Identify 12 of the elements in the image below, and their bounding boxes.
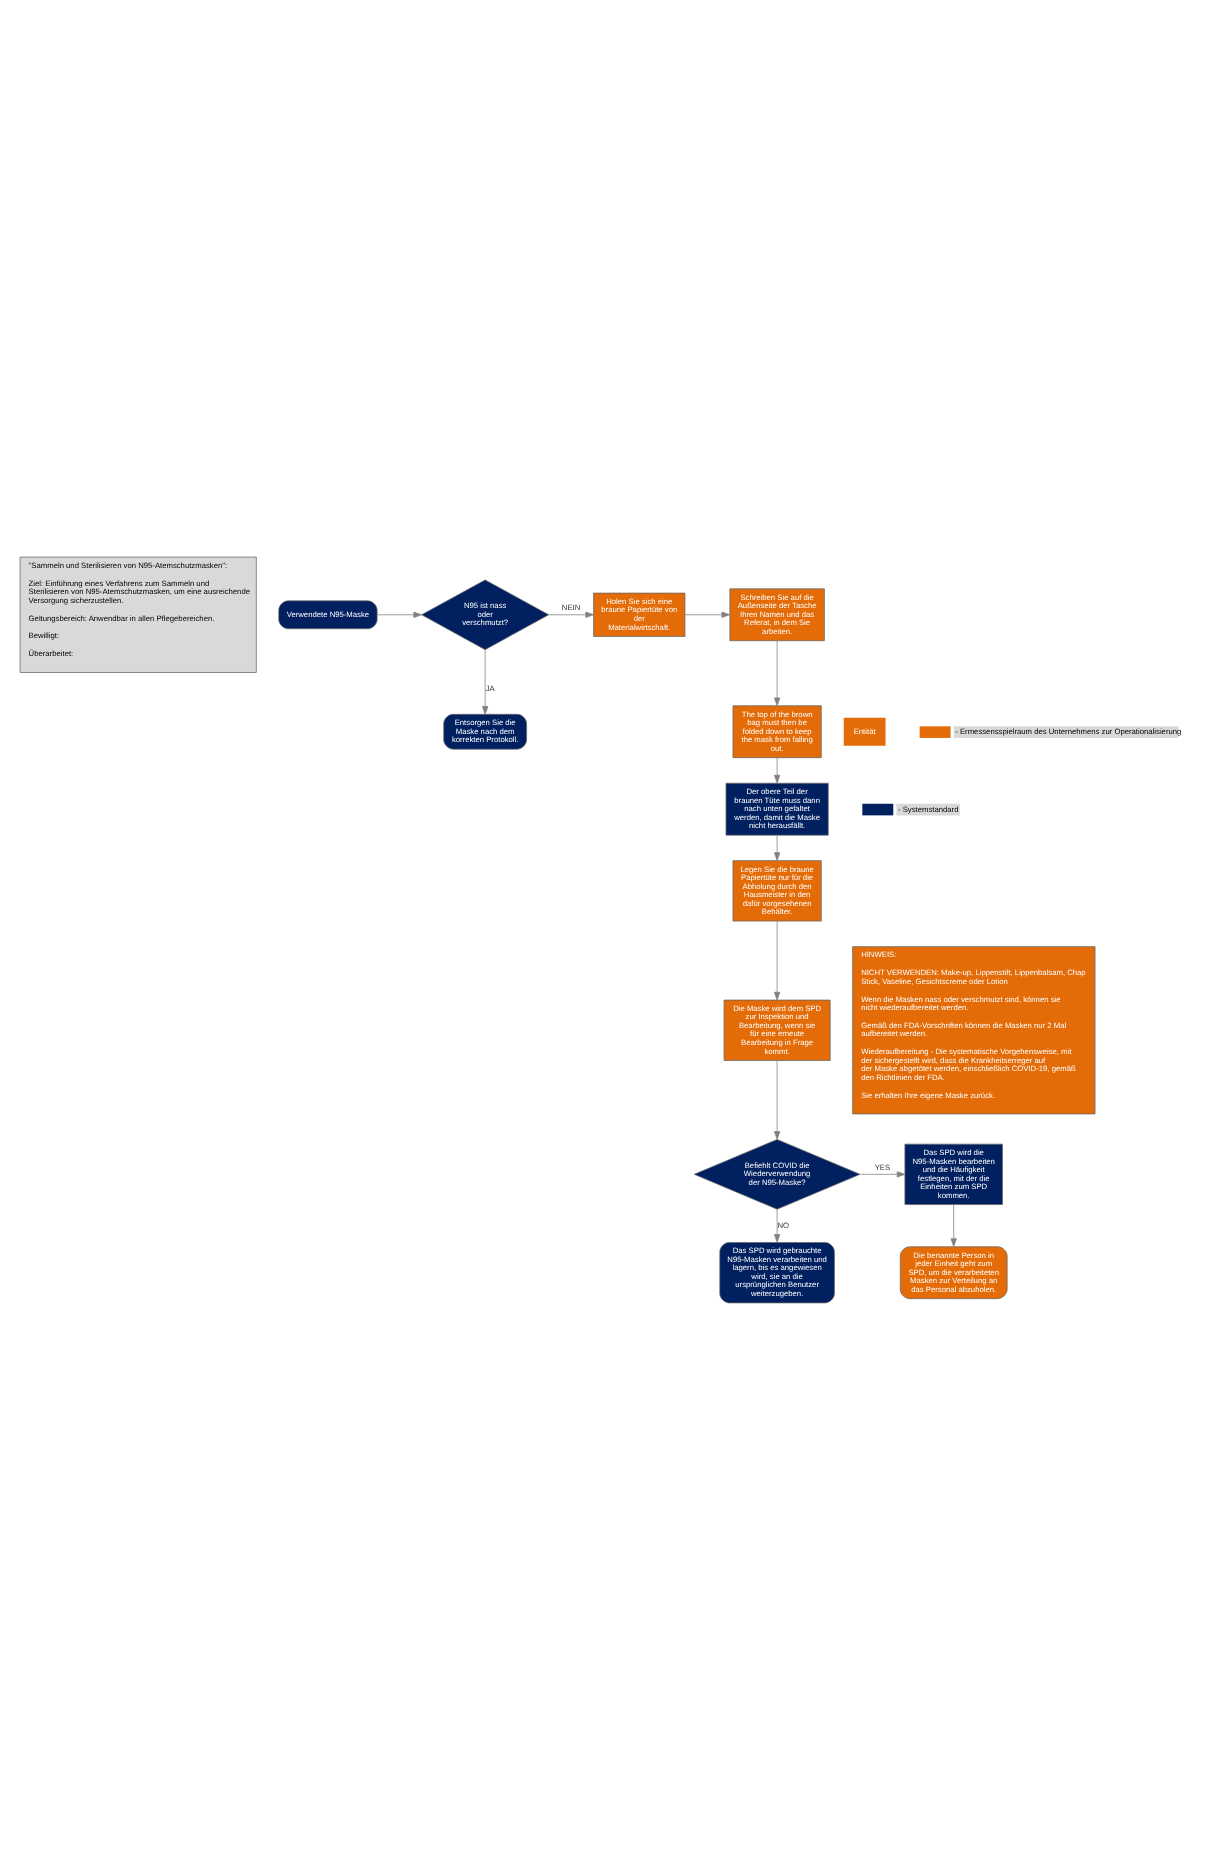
- arrow: [774, 919, 781, 1000]
- arrow: [482, 648, 489, 714]
- arrow: [774, 639, 781, 706]
- arrow: [774, 1059, 781, 1139]
- arrow: [859, 1170, 906, 1177]
- arrow: [548, 610, 594, 617]
- arrow: [774, 833, 781, 860]
- arrow: [377, 610, 422, 617]
- arrow: [774, 1207, 781, 1242]
- arrow: [684, 610, 731, 617]
- arrow: [950, 1203, 957, 1246]
- arrow: [774, 756, 781, 783]
